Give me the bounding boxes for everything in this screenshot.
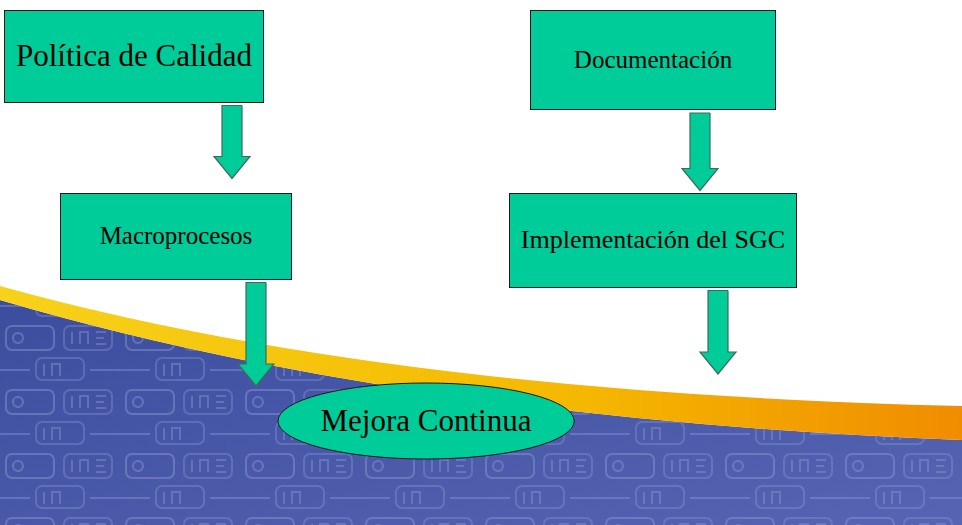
- block-arrow: [700, 291, 736, 375]
- goal-ellipse: Mejora Continua: [277, 382, 575, 460]
- process-box: Macroprocesos: [60, 193, 292, 280]
- process-box: Implementación del SGC: [509, 193, 797, 288]
- policy-box: Política de Calidad: [4, 10, 264, 103]
- block-arrow: [682, 113, 718, 191]
- block-arrow: [214, 106, 250, 179]
- yellow-swoosh: [0, 286, 962, 440]
- node-label: Implementación del SGC: [521, 225, 785, 255]
- node-label: Mejora Continua: [321, 403, 532, 439]
- node-label: Política de Calidad: [16, 38, 252, 74]
- node-label: Macroprocesos: [100, 222, 253, 251]
- ellipse-fill: [278, 383, 574, 459]
- block-arrow: [238, 283, 274, 387]
- node-label: Documentación: [574, 46, 732, 75]
- process-box: Documentación: [530, 10, 776, 110]
